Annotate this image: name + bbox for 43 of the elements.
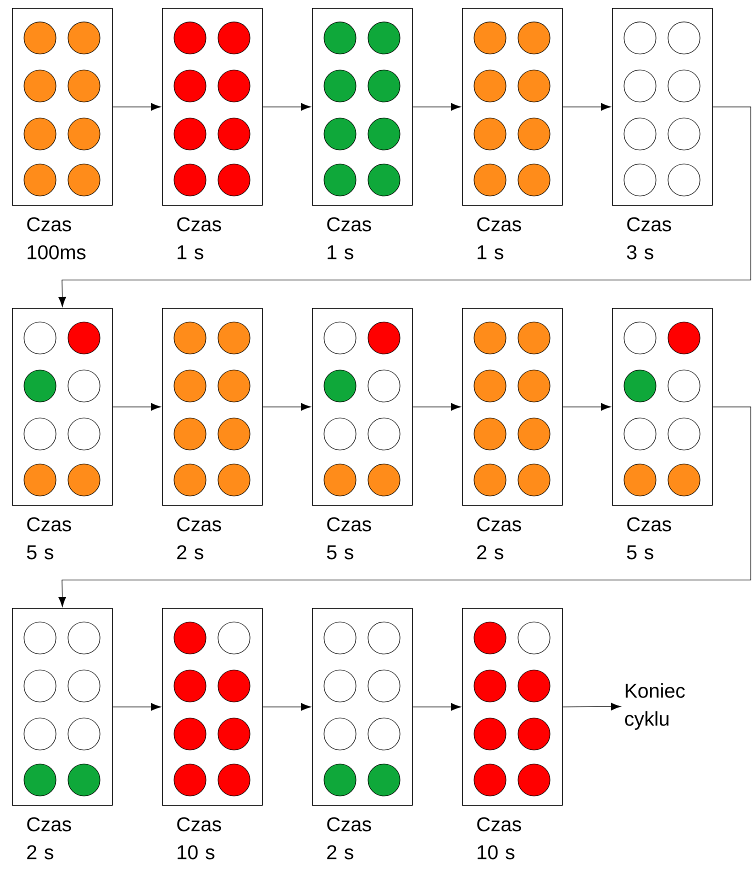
arrow: [262, 103, 312, 111]
duration-label: Czas 3 s: [626, 217, 672, 260]
arrow: [412, 703, 462, 711]
duration-label: Czas 1 s: [177, 217, 222, 260]
arrow: [412, 403, 462, 411]
duration-label: Czas 2 s: [477, 517, 522, 560]
duration-label: Czas 2 s: [177, 517, 222, 560]
duration-label: Czas 2 s: [327, 817, 372, 860]
signal-panel: [612, 8, 713, 206]
duration-label: Czas 5 s: [27, 517, 72, 560]
signal-panel: [162, 8, 263, 206]
signal-panel: [462, 608, 563, 806]
signal-panel: [462, 308, 563, 506]
signal-panel: [312, 8, 413, 206]
duration-label: Czas 10 s: [477, 817, 522, 860]
duration-label: Czas 10 s: [177, 817, 222, 860]
signal-panel: [612, 308, 713, 506]
arrow: [562, 702, 622, 710]
arrow: [112, 703, 162, 711]
arrow: [262, 703, 312, 711]
arrow: [262, 403, 312, 411]
arrow: [58, 106, 752, 308]
duration-label: Czas 5 s: [327, 517, 372, 560]
duration-label: Czas 100ms: [27, 217, 86, 260]
end-label: Koniec cyklu: [625, 683, 685, 730]
duration-label: Czas 2 s: [27, 817, 72, 860]
arrow: [112, 103, 162, 111]
signal-panel: [12, 608, 113, 806]
signal-panel: [12, 308, 113, 506]
duration-label: Czas 1 s: [477, 217, 522, 260]
signal-panel: [462, 8, 563, 206]
duration-label: Czas 1 s: [327, 217, 372, 260]
arrow: [562, 403, 612, 411]
signal-panel: [312, 308, 413, 506]
signal-panel: [162, 608, 263, 806]
duration-label: Czas 5 s: [627, 517, 672, 560]
arrow: [58, 406, 752, 608]
signal-panel: [162, 308, 263, 506]
arrow: [562, 103, 612, 111]
signal-panel: [312, 608, 413, 806]
signal-panel: [12, 8, 113, 206]
arrow: [112, 403, 162, 411]
arrow: [412, 103, 462, 111]
